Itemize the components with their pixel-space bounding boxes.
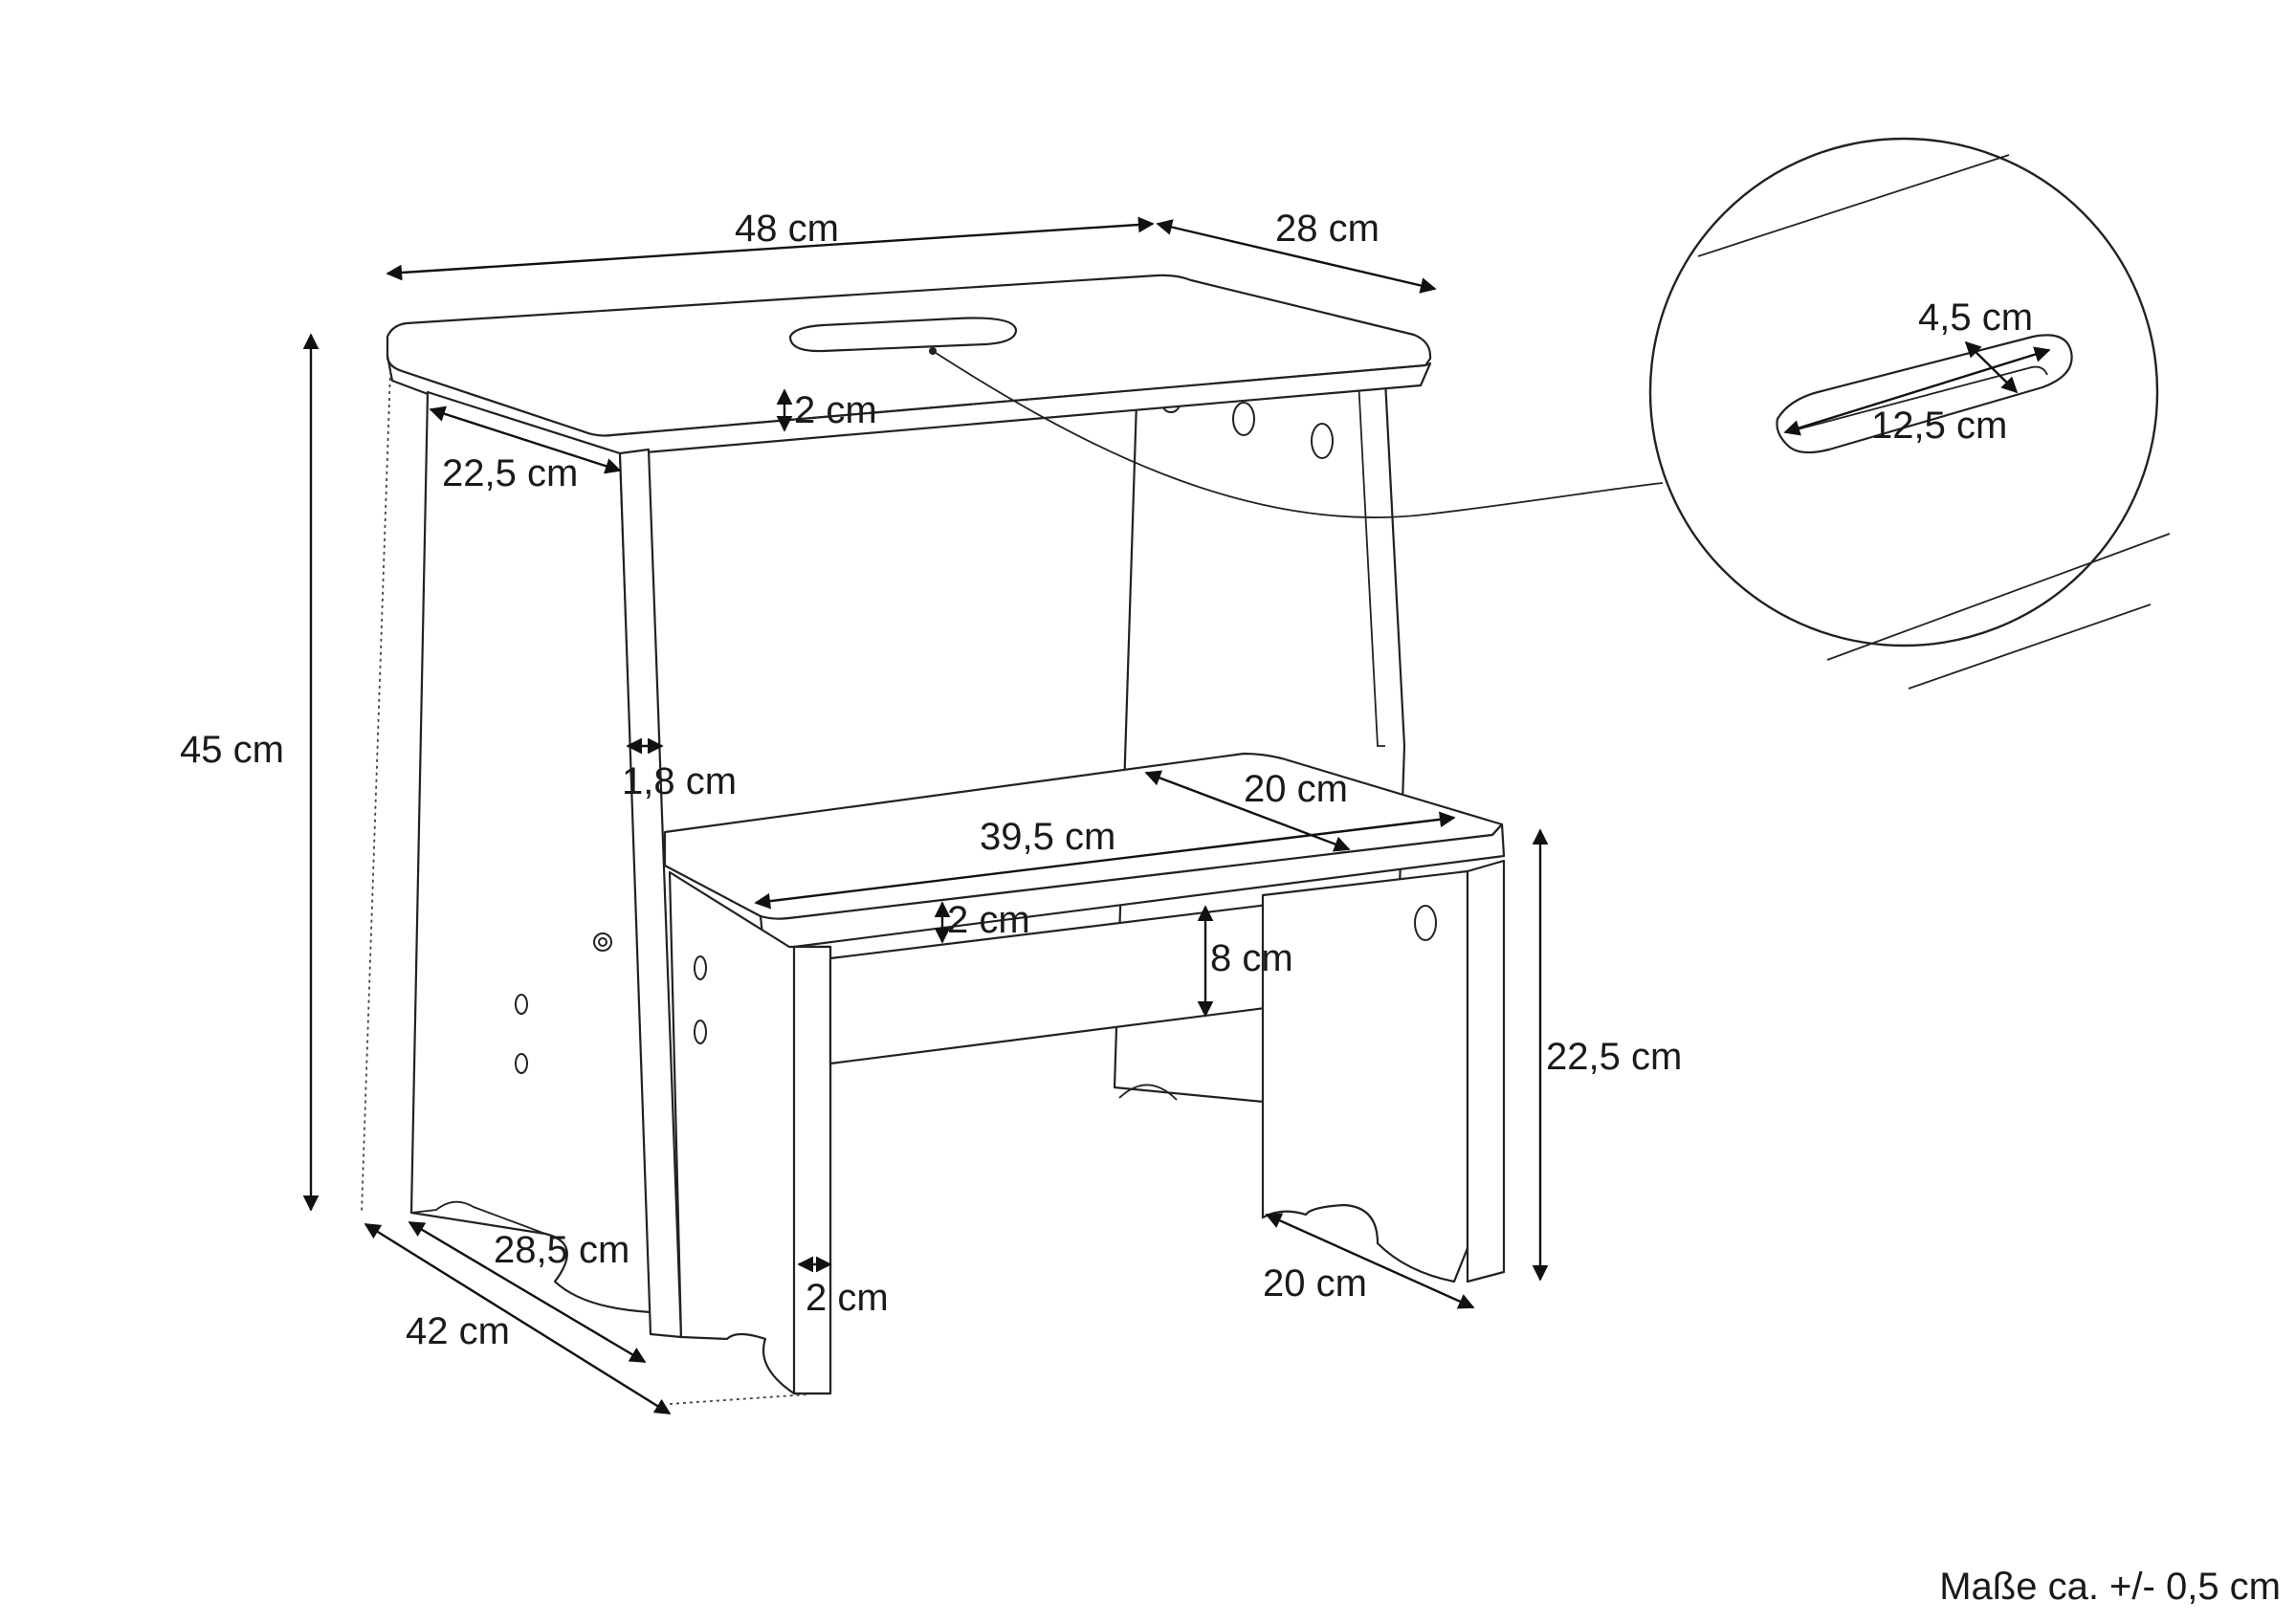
dimension-labels: 48 cm 28 cm 2 cm 22,5 cm 45 cm 1,8 cm 20… — [180, 208, 1682, 1352]
handle-slot-detail: 4,5 cm 12,5 cm — [929, 137, 2171, 690]
label-slot-length: 12,5 cm — [1871, 405, 2007, 447]
label-height-total: 45 cm — [180, 729, 284, 771]
label-width-top: 48 cm — [735, 208, 839, 250]
label-step-width: 39,5 cm — [980, 816, 1115, 858]
label-step-side-thickness: 2 cm — [806, 1277, 889, 1319]
label-top-inner-depth: 22,5 cm — [442, 452, 578, 494]
dimension-lines — [302, 216, 1549, 1415]
tolerance-note: Maße ca. +/- 0,5 cm — [1939, 1566, 2281, 1608]
label-step-foot-depth: 20 cm — [1263, 1262, 1367, 1305]
label-slot-width: 4,5 cm — [1918, 296, 2033, 339]
left-side-panel — [409, 390, 683, 1339]
label-apron-height: 8 cm — [1210, 937, 1293, 979]
label-depth-top: 28 cm — [1275, 208, 1380, 250]
label-step-height: 22,5 cm — [1546, 1036, 1682, 1078]
label-base-depth: 42 cm — [406, 1310, 510, 1352]
label-step-thickness: 2 cm — [947, 899, 1030, 941]
label-side-thickness: 1,8 cm — [622, 760, 737, 802]
detail-leader-line — [932, 350, 1664, 518]
label-side-inner-depth: 28,5 cm — [494, 1229, 629, 1271]
label-step-depth: 20 cm — [1244, 768, 1348, 810]
label-top-thickness: 2 cm — [794, 389, 877, 431]
